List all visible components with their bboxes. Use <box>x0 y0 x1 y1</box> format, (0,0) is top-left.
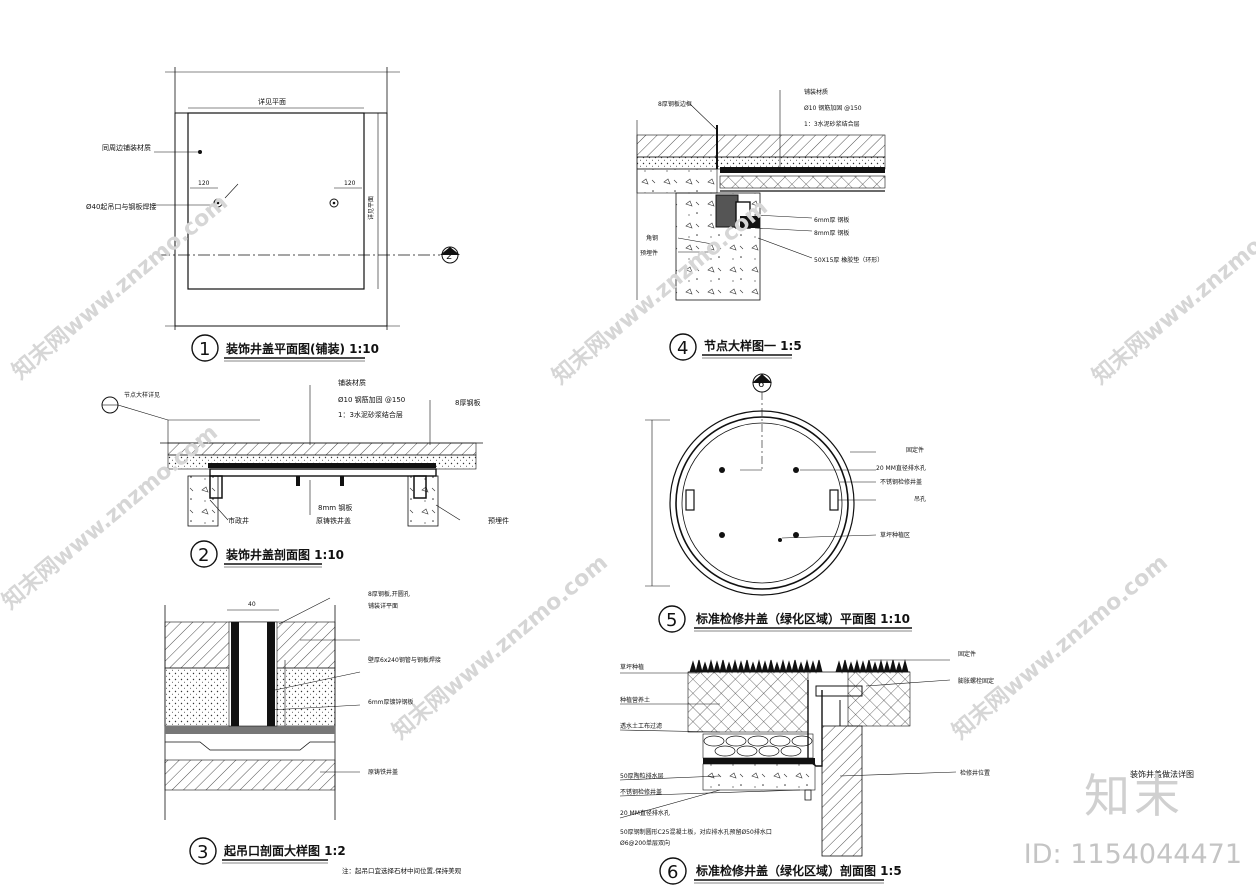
d4-label-1: 铺装材质 <box>804 88 828 96</box>
d2-label-0: 节点大样详见 <box>124 391 160 399</box>
d5-label-2: 不锈钢检修井盖 <box>880 478 922 486</box>
watermark: 知末网www.znzmo.com <box>387 549 613 744</box>
d2-label-5: 8mm 钢板 <box>318 503 352 512</box>
d2-label-2: Ø10 钢筋加固 @150 <box>338 395 405 404</box>
d6-title: 标准检修井盖（绿化区域）剖面图 1:5 <box>695 863 902 878</box>
section-marker-6: 6 <box>758 379 764 390</box>
d6-label-6: 50厚钢制圆形C25混凝土板，对应排水孔预留Ø50排水口 <box>620 828 772 836</box>
drawing-5-circle-plan: 6 固定件 20 MM直径排水孔 不锈钢检修井盖 吊孔 草坪种植区 5 标准检修… <box>645 373 926 633</box>
d4-label-3: 1：3水泥砂浆结合层 <box>804 120 860 128</box>
d1-label-3: 120 <box>198 180 210 187</box>
d3-note: 注：起吊口宜选择石材中间位置,保持美观 <box>342 866 462 875</box>
drawing-2-section: 节点大样详见 铺装材质 Ø10 钢筋加固 @150 1：3水泥砂浆结合层 8厚钢… <box>101 378 509 568</box>
d3-label-2: 铺装详平面 <box>368 602 398 610</box>
d3-label-3: 壁厚6x240钢管与钢板焊接 <box>368 656 441 664</box>
d3-number: 3 <box>197 842 208 863</box>
drawing-3-detail: 40 8厚钢板,开圆孔 铺装详平面 壁厚6x240钢管与钢板焊接 6mm厚镀锌钢… <box>164 590 462 875</box>
d2-label-7: 原铸铁井盖 <box>316 516 351 525</box>
d5-label-1: 20 MM直径排水孔 <box>876 464 926 472</box>
d2-label-6: 市政井 <box>228 516 249 525</box>
d4-label-2: Ø10 钢筋加固 @150 <box>804 104 862 112</box>
d6-label-3: 50厚陶粒排水层 <box>620 772 664 780</box>
d6-label-5: 20 MM直径排水孔 <box>620 809 670 817</box>
sheet-side-label: 装饰井盖做法详图 <box>1130 769 1194 779</box>
watermark: 知末网www.znzmo.com <box>1087 194 1256 389</box>
d1-label-2: Ø40起吊口与钢板焊接 <box>86 202 156 211</box>
d6-label-1: 种植营养土 <box>620 696 650 704</box>
d3-label-4: 6mm厚镀锌钢板 <box>368 698 414 706</box>
d1-title: 装饰井盖平面图(铺装) 1:10 <box>225 341 379 356</box>
d1-label-0: 详见平面 <box>258 97 286 106</box>
drawing-1-plan: 2 详见平面 同周边铺装材质 Ø40起吊口与钢板焊接 120 120 详见平面 … <box>86 67 460 362</box>
asset-id: ID: 1154044471 <box>1023 839 1242 870</box>
d2-label-3: 1：3水泥砂浆结合层 <box>338 410 403 419</box>
d6-label-10: 检修井位置 <box>960 769 990 777</box>
drain-holes <box>719 467 799 542</box>
d2-label-1: 铺装材质 <box>338 378 366 387</box>
d4-label-6: 角钢 <box>646 234 658 242</box>
d5-label-3: 吊孔 <box>914 495 926 503</box>
d3-title: 起吊口剖面大样图 1:2 <box>223 843 346 858</box>
d5-number: 5 <box>666 610 677 631</box>
d4-label-4: 6mm厚 钢板 <box>814 216 849 224</box>
d2-number: 2 <box>198 545 209 566</box>
d5-title: 标准检修井盖（绿化区域）平面图 1:10 <box>695 611 910 626</box>
d6-number: 6 <box>667 862 678 883</box>
brand-logo: 知末 <box>1084 769 1184 823</box>
d6-label-4: 不锈钢检修井盖 <box>620 788 662 796</box>
d1-label-5: 详见平面 <box>367 196 375 220</box>
d5-label-4: 草坪种植区 <box>880 531 910 539</box>
d6-label-7: Ø6@200单层双向 <box>620 839 670 847</box>
drawing-6-section: 草坪种植 种植营养土 透水土工布过滤 50厚陶粒排水层 不锈钢检修井盖 20 M… <box>619 650 994 885</box>
d6-label-9: 膨胀螺栓固定 <box>958 677 994 685</box>
d1-label-1: 同周边铺装材质 <box>102 143 151 152</box>
watermark: 知末网www.znzmo.com <box>947 549 1173 744</box>
d6-label-2: 透水土工布过滤 <box>620 722 662 730</box>
d6-label-8: 固定件 <box>958 650 976 658</box>
d1-label-4: 120 <box>344 180 356 187</box>
d3-label-1: 8厚钢板,开圆孔 <box>368 590 410 598</box>
d4-title: 节点大样图一 1:5 <box>704 338 802 353</box>
section-marker-2: 2 <box>446 251 452 262</box>
d4-number: 4 <box>677 338 688 359</box>
d2-title: 装饰井盖剖面图 1:10 <box>225 547 344 562</box>
d4-label-7: 预埋件 <box>640 249 658 257</box>
d4-label-8: 50X15厚 橡胶垫（环形） <box>814 256 883 264</box>
d6-label-0: 草坪种植 <box>620 663 644 671</box>
d3-label-5: 原铸铁井盖 <box>368 768 398 776</box>
d2-label-4: 8厚钢板 <box>455 398 480 407</box>
d4-label-0: 8厚钢板边框 <box>658 100 692 108</box>
drawing-4-node: 8厚钢板边框 铺装材质 Ø10 钢筋加固 @150 1：3水泥砂浆结合层 6mm… <box>636 88 886 361</box>
d2-label-8: 预埋件 <box>488 516 509 525</box>
d3-label-0: 40 <box>248 601 256 608</box>
d5-label-0: 固定件 <box>906 446 924 454</box>
d4-label-5: 8mm厚 钢板 <box>814 229 849 237</box>
d1-number: 1 <box>199 339 210 360</box>
